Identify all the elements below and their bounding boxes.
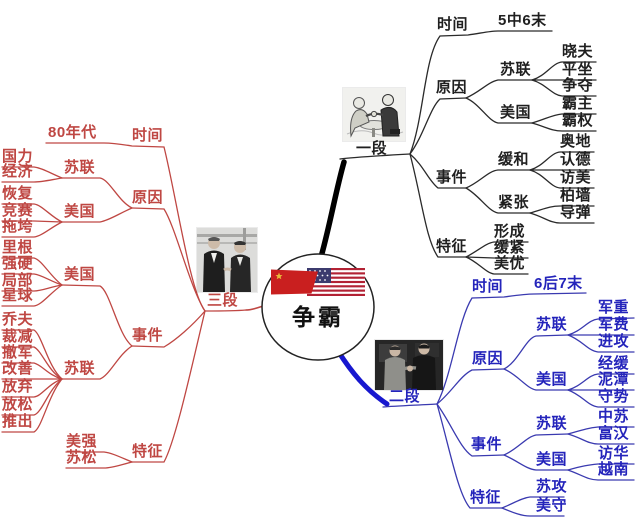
s1-feature-item[interactable]: 美优 (494, 255, 526, 272)
s1-cause-ussr-item[interactable]: 争夺 (562, 77, 594, 94)
s3-event-usa-item[interactable]: 里根 (2, 239, 34, 256)
s2-cause-ussr-item[interactable]: 军费 (598, 316, 630, 333)
s3-event-ussr[interactable]: 苏联 (64, 360, 96, 377)
s1-feature-item[interactable]: 缓紧 (494, 239, 526, 256)
s1-event-tense-item[interactable]: 导弹 (560, 204, 592, 221)
branch-s3-lines (1, 142, 247, 469)
s2-event-usa-item[interactable]: 访华 (598, 445, 630, 462)
s1-event-tense-item[interactable]: 柏墙 (560, 187, 592, 204)
s2-event-ussr[interactable]: 苏联 (536, 415, 568, 432)
s2-cause-usa-item[interactable]: 经缓 (598, 355, 630, 372)
s3-cause-ussr-item[interactable]: 经济 (2, 163, 34, 180)
s2-cause-ussr-item[interactable]: 进攻 (598, 333, 630, 350)
s3-event-usa-item[interactable]: 强硬 (2, 255, 34, 272)
s2-time-node[interactable]: 时间 (472, 278, 504, 295)
s1-cause-usa[interactable]: 美国 (500, 104, 532, 121)
s1-feature-item[interactable]: 形成 (494, 223, 526, 240)
s3-event-usa-item[interactable]: 星球 (2, 287, 34, 304)
s1-cause-ussr[interactable]: 苏联 (500, 61, 532, 78)
soviet-star-icon (275, 272, 283, 280)
s2-event-ussr-item[interactable]: 中苏 (598, 408, 630, 425)
s1-event-relax-item[interactable]: 访美 (560, 169, 592, 186)
s2-cause-usa-item[interactable]: 泥潭 (598, 371, 630, 388)
s2-cause-node[interactable]: 原因 (472, 350, 504, 367)
s3-event-ussr-item[interactable]: 改善 (2, 360, 34, 377)
s2-feature-item[interactable]: 苏攻 (536, 478, 568, 495)
s3-event-ussr-item[interactable]: 放松 (2, 396, 34, 413)
s1-feature-node[interactable]: 特征 (436, 238, 468, 255)
s3-event-ussr-item[interactable]: 裁减 (2, 328, 34, 345)
s1-cause-ussr-item[interactable]: 平坐 (562, 61, 594, 78)
s1-event-tense[interactable]: 紧张 (498, 194, 530, 211)
s3-feature-item[interactable]: 美强 (66, 433, 98, 450)
s2-cause-ussr-item[interactable]: 军重 (598, 299, 630, 316)
s3-cause-ussr[interactable]: 苏联 (64, 159, 96, 176)
s2-node[interactable]: 二段 (389, 388, 421, 405)
s3-cause-usa-item[interactable]: 恢复 (2, 185, 34, 202)
s3-event-ussr-item[interactable]: 推出 (2, 413, 34, 430)
s3-cause-usa-item[interactable]: 竞赛 (2, 202, 34, 219)
s2-cause-ussr[interactable]: 苏联 (536, 316, 568, 333)
s1-event-relax-item[interactable]: 奥地 (560, 133, 592, 150)
s2-feature-item[interactable]: 美守 (536, 497, 568, 514)
s3-cause-usa[interactable]: 美国 (64, 203, 96, 220)
s2-event-node[interactable]: 事件 (471, 436, 503, 453)
s3-cause-node[interactable]: 原因 (132, 189, 164, 206)
s2-event-usa-item[interactable]: 越南 (598, 461, 630, 478)
s1-cause-ussr-item[interactable]: 晓夫 (562, 43, 594, 60)
s2-event-usa[interactable]: 美国 (536, 451, 568, 468)
s3-event-ussr-item[interactable]: 撤军 (2, 344, 34, 361)
s1-cause-usa-item[interactable]: 霸主 (562, 95, 594, 112)
s2-cause-usa[interactable]: 美国 (536, 371, 568, 388)
s3-event-usa[interactable]: 美国 (64, 266, 96, 283)
s1-event-node[interactable]: 事件 (436, 169, 468, 186)
s3-event-node[interactable]: 事件 (132, 327, 164, 344)
center-node[interactable]: 争霸 (266, 268, 370, 346)
s2-time-value[interactable]: 6后7末 (534, 275, 583, 292)
s1-cause-usa-item[interactable]: 霸权 (562, 112, 594, 129)
branch-s2-lines (382, 292, 635, 517)
ussr-us-flags-icon (271, 268, 365, 296)
s1-cause-node[interactable]: 原因 (436, 79, 468, 96)
s3-feature-node[interactable]: 特征 (132, 443, 164, 460)
center-title: 争霸 (292, 304, 344, 330)
s3-event-ussr-item[interactable]: 乔夫 (2, 311, 34, 328)
s2-cause-usa-item[interactable]: 守势 (598, 388, 630, 405)
s2-feature-node[interactable]: 特征 (470, 489, 502, 506)
s3-time-node[interactable]: 时间 (132, 127, 164, 144)
s3-cause-usa-item[interactable]: 拖垮 (2, 218, 34, 235)
s3-event-ussr-item[interactable]: 放弃 (2, 378, 34, 395)
s1-time-value[interactable]: 5中6末 (498, 12, 547, 29)
s3-feature-item[interactable]: 苏松 (66, 449, 98, 466)
s1-cartoon-image[interactable] (343, 88, 405, 141)
s3-time-value[interactable]: 80年代 (48, 124, 97, 141)
s1-node[interactable]: 一段 (356, 140, 388, 157)
s1-event-relax[interactable]: 缓和 (498, 151, 530, 168)
s1-time-node[interactable]: 时间 (437, 16, 469, 33)
s2-event-ussr-item[interactable]: 富汉 (598, 425, 630, 442)
s2-photo-image[interactable] (375, 340, 443, 390)
s3-event-usa-item[interactable]: 局部 (2, 272, 34, 289)
s3-node[interactable]: 三段 (207, 292, 239, 309)
branch-s1-lines (339, 30, 597, 275)
s1-event-relax-item[interactable]: 认德 (560, 151, 592, 168)
s3-cause-ussr-item[interactable]: 国力 (2, 148, 34, 165)
s3-photo-image[interactable] (197, 228, 257, 292)
